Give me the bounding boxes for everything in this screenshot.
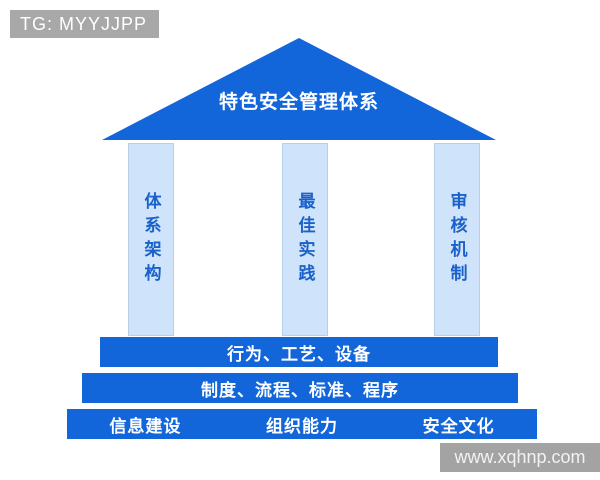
watermark: www.xqhnp.com: [440, 443, 600, 472]
roof-title: 特色安全管理体系: [218, 92, 379, 113]
foundation-step-behavior-process-equipment: 行为、工艺、设备: [100, 337, 498, 367]
base-item-information-construction: 信息建设: [109, 416, 182, 436]
pillar-audit-mechanism: 审核机制: [434, 143, 480, 336]
base-item-safety-culture: 安全文化: [422, 416, 495, 436]
pillar-label: 审核机制: [447, 191, 467, 288]
pillar-label: 最佳实践: [295, 191, 315, 288]
pillar-best-practice: 最佳实践: [282, 143, 328, 336]
pillar-system-architecture: 体系架构: [128, 143, 174, 336]
foundation-step-base-row: 信息建设 组织能力 安全文化: [67, 409, 537, 439]
tag-badge: TG: MYYJJPP: [10, 10, 160, 38]
base-item-organizational-capability: 组织能力: [265, 416, 338, 436]
foundation-step-rules-flow-standards: 制度、流程、标准、程序: [82, 373, 518, 403]
roof-triangle: 特色安全管理体系: [102, 38, 496, 140]
pillar-label: 体系架构: [141, 191, 161, 288]
